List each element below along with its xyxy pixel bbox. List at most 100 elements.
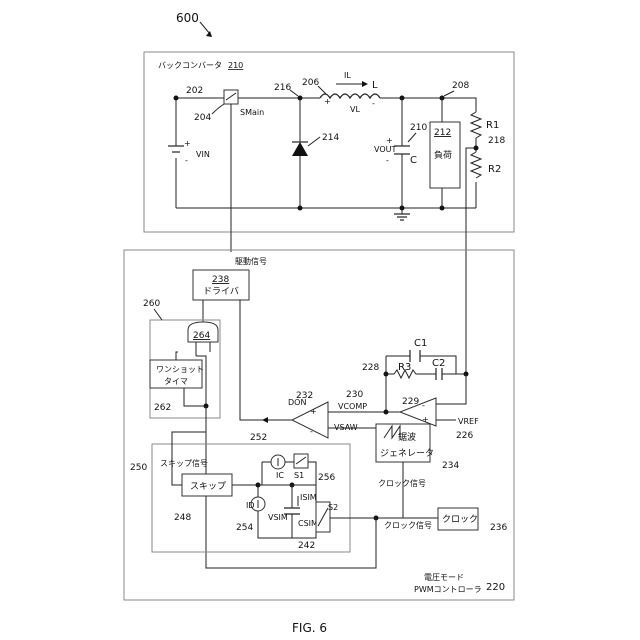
label-256: 256 <box>318 473 335 483</box>
clock-label: クロック <box>442 514 478 525</box>
c2-label: C2 <box>432 358 445 369</box>
leader-206 <box>318 86 326 94</box>
vout-label: VOUT <box>374 145 396 154</box>
wire-feedback <box>466 148 476 374</box>
node-dot-vcomp <box>384 410 389 415</box>
figure-number-arrowhead <box>206 31 212 37</box>
oneshot-line2: タイマ <box>164 377 188 386</box>
wire-don-to-driver <box>240 300 268 420</box>
il-arrowhead <box>362 81 368 87</box>
label-252: 252 <box>250 433 267 443</box>
label-254: 254 <box>236 523 253 533</box>
saw-line2: ジェネレータ <box>380 448 434 459</box>
skip-signal-label: スキップ信号 <box>160 458 208 468</box>
load-ref: 212 <box>434 128 451 138</box>
label-cap-210: 210 <box>410 123 427 133</box>
oneshot-ref: 262 <box>154 403 171 413</box>
comp232-minus: - <box>310 427 313 436</box>
c1-label: C1 <box>414 338 427 349</box>
vsim-label: VSIM <box>268 513 288 522</box>
buck-ref: 210 <box>228 61 243 70</box>
label-242: 242 <box>298 541 315 551</box>
inductor-plus: + <box>324 97 331 106</box>
capacitor-c1 <box>410 350 420 362</box>
switch-label: SMain <box>240 108 264 117</box>
wire-top-right <box>380 98 476 112</box>
driver-ref: 238 <box>212 275 229 285</box>
resistor-r1 <box>471 112 481 138</box>
clock-signal-label-2: クロック信号 <box>384 520 432 530</box>
leader-cap-210 <box>408 133 416 142</box>
buck-title: バックコンバータ <box>158 61 222 70</box>
vin-label: VIN <box>196 150 210 159</box>
label-226: 226 <box>456 431 473 441</box>
load-label: 負荷 <box>434 149 452 161</box>
leader-208 <box>444 91 454 96</box>
ea-ref: 229 <box>402 397 419 407</box>
mode-line1: 電圧モード <box>424 573 464 582</box>
inductor-minus: - <box>372 99 375 108</box>
capacitor-c2 <box>436 368 442 380</box>
mode-line2: PWMコントローラ <box>414 585 482 594</box>
resistor-r2 <box>471 152 481 178</box>
skip-group-ref: 250 <box>130 463 147 473</box>
battery-minus: - <box>185 156 188 165</box>
vl-label: VL <box>350 105 360 114</box>
isim-label: ISIM <box>300 493 317 502</box>
label-206: 206 <box>302 78 319 88</box>
vref-label: VREF <box>458 417 479 426</box>
leader-216 <box>290 90 298 96</box>
csim-label: CSIM <box>298 519 318 528</box>
oneshot-group-ref: 260 <box>143 299 160 309</box>
s1-label: S1 <box>294 471 304 480</box>
skip-label: スキップ <box>190 481 226 492</box>
mode-ref: 220 <box>486 582 505 593</box>
leader-214 <box>308 137 320 146</box>
label-202: 202 <box>186 86 203 96</box>
cap-label: C <box>410 155 417 166</box>
saw-line1: 鋸波 <box>398 431 416 443</box>
r3-label: R3 <box>398 362 411 373</box>
comp232-ref: 232 <box>296 391 313 401</box>
r1-label: R1 <box>486 120 499 131</box>
diode-symbol <box>292 142 308 156</box>
label-228: 228 <box>362 363 379 373</box>
ea-minus: - <box>422 401 425 410</box>
cap-plus: + <box>386 136 393 145</box>
figure-caption: FIG. 6 <box>292 621 327 635</box>
r2-label: R2 <box>488 164 501 175</box>
s2-label: S2 <box>328 503 338 512</box>
id-label: ID <box>246 501 255 510</box>
figure-number-leader <box>200 22 210 34</box>
figure-number: 600 <box>176 11 199 25</box>
label-218: 218 <box>488 136 505 146</box>
driver-label: ドライバ <box>203 286 239 297</box>
inductor-label: L <box>372 80 378 91</box>
wire-ea-inverting <box>436 374 466 404</box>
oneshot-trigger <box>176 352 178 360</box>
label-216: 216 <box>274 83 291 93</box>
battery-plus: + <box>184 139 191 148</box>
il-label: IL <box>344 71 351 80</box>
cap-minus: - <box>386 156 389 165</box>
label-208: 208 <box>452 81 469 91</box>
clock-ref: 236 <box>490 523 507 533</box>
leader-204 <box>212 104 224 114</box>
don-arrowhead <box>262 417 268 423</box>
clock-signal-label-1: クロック信号 <box>378 478 426 488</box>
skip-ref: 248 <box>174 513 191 523</box>
label-214: 214 <box>322 133 339 143</box>
drive-signal-label: 駆動信号 <box>235 256 267 266</box>
ea-plus: + <box>422 415 429 424</box>
vcomp-ref: 230 <box>346 390 363 400</box>
leader-260 <box>154 309 162 320</box>
gate-ref: 264 <box>193 331 210 341</box>
comp232-plus: + <box>310 407 317 416</box>
label-204: 204 <box>194 113 211 123</box>
saw-ref: 234 <box>442 461 459 471</box>
vcomp-label: VCOMP <box>338 402 367 411</box>
ic-label: IC <box>276 471 284 480</box>
node-dot-202 <box>174 96 179 101</box>
